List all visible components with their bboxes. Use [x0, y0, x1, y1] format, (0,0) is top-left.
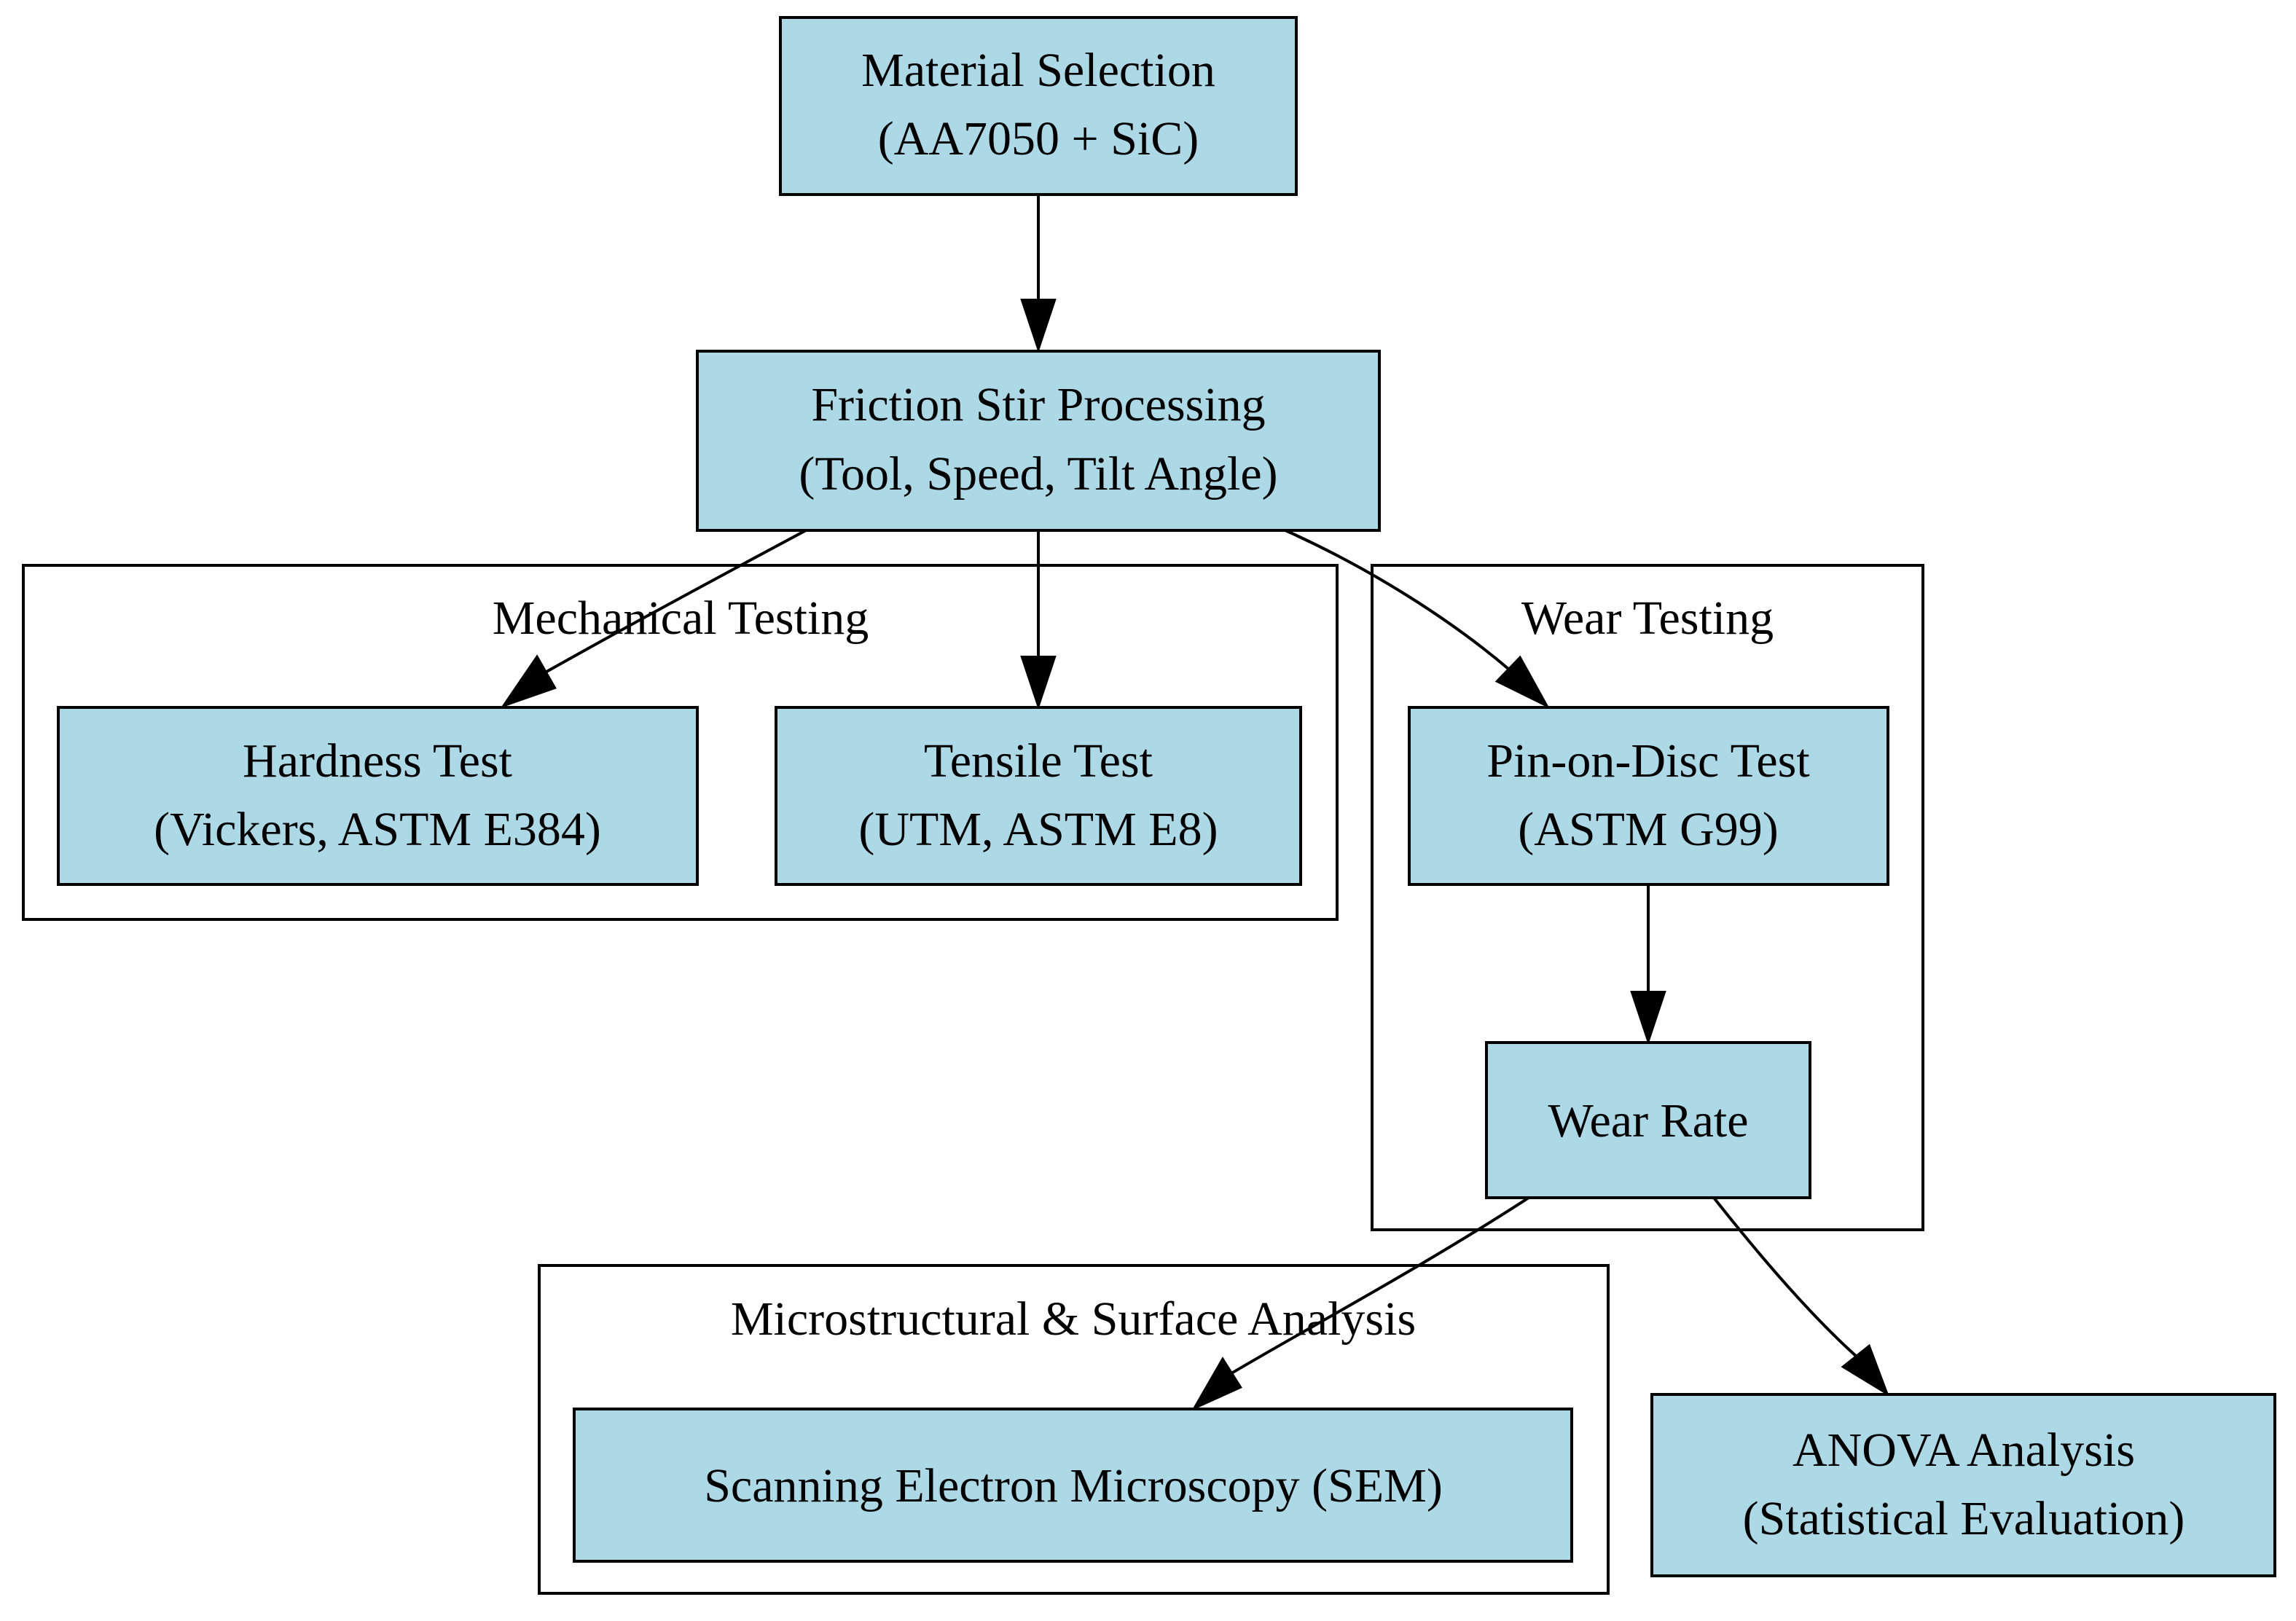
edge-pin-on-disc-to-wear-rate [1630, 884, 1666, 1045]
node-pin-on-disc-line-1: Pin-on-Disc Test [1486, 734, 1809, 788]
arrowhead [1841, 1343, 1889, 1397]
node-anova-analysis: ANOVA Analysis (Statistical Evaluation) [1650, 1393, 2276, 1577]
arrowhead [1494, 655, 1550, 709]
edge-material-to-fsp [1020, 195, 1057, 353]
node-sem: Scanning Electron Microscopy (SEM) [573, 1408, 1573, 1563]
node-material-line-2: (AA7050 + SiC) [878, 112, 1199, 165]
edge-fsp-to-pin-on-disc [1285, 529, 1550, 709]
node-hardness-line-1: Hardness Test [243, 734, 512, 788]
arrowhead [1020, 299, 1057, 353]
node-anova-line-1: ANOVA Analysis [1792, 1424, 2135, 1477]
cluster-mechanical-label: Mechanical Testing [493, 592, 869, 645]
node-tensile-line-1: Tensile Test [924, 734, 1153, 788]
arrowhead [1630, 991, 1666, 1045]
cluster-wear-label: Wear Testing [1521, 592, 1774, 645]
cluster-wear-border [1371, 564, 1924, 1231]
node-sem-line-1: Scanning Electron Microscopy (SEM) [704, 1459, 1443, 1512]
cluster-mechanical-testing: Mechanical Testing [22, 564, 1339, 921]
node-friction-stir-processing: Friction Stir Processing (Tool, Speed, T… [696, 350, 1381, 532]
edge-fsp-to-hardness [500, 529, 807, 708]
arrowhead [1020, 656, 1057, 710]
cluster-micro-border [538, 1264, 1610, 1595]
node-tensile-line-2: (UTM, ASTM E8) [858, 803, 1218, 856]
node-fsp-line-1: Friction Stir Processing [811, 378, 1265, 431]
node-material-selection: Material Selection (AA7050 + SiC) [779, 16, 1298, 196]
node-fsp-line-2: (Tool, Speed, Tilt Angle) [799, 447, 1277, 501]
edge-wear-rate-to-anova [1712, 1196, 1889, 1397]
node-tensile-test: Tensile Test (UTM, ASTM E8) [775, 706, 1302, 886]
node-hardness-line-2: (Vickers, ASTM E384) [154, 803, 601, 856]
arrowhead [1191, 1357, 1242, 1411]
node-pin-on-disc-test: Pin-on-Disc Test (ASTM G99) [1408, 706, 1889, 886]
edge-wear-rate-to-sem [1191, 1196, 1530, 1411]
node-wear-rate-line-1: Wear Rate [1548, 1094, 1748, 1147]
node-material-line-1: Material Selection [861, 44, 1215, 97]
cluster-micro-label: Microstructural & Surface Analysis [731, 1292, 1416, 1346]
node-pin-on-disc-line-2: (ASTM G99) [1518, 803, 1779, 856]
cluster-microstructural-analysis: Microstructural & Surface Analysis [538, 1264, 1610, 1595]
node-anova-line-2: (Statistical Evaluation) [1743, 1492, 2185, 1545]
arrowhead [500, 654, 557, 708]
edge-fsp-to-tensile [1020, 530, 1057, 710]
node-hardness-test: Hardness Test (Vickers, ASTM E384) [57, 706, 699, 886]
cluster-wear-testing: Wear Testing [1371, 564, 1924, 1231]
cluster-mechanical-border [22, 564, 1339, 921]
node-wear-rate: Wear Rate [1485, 1041, 1811, 1199]
